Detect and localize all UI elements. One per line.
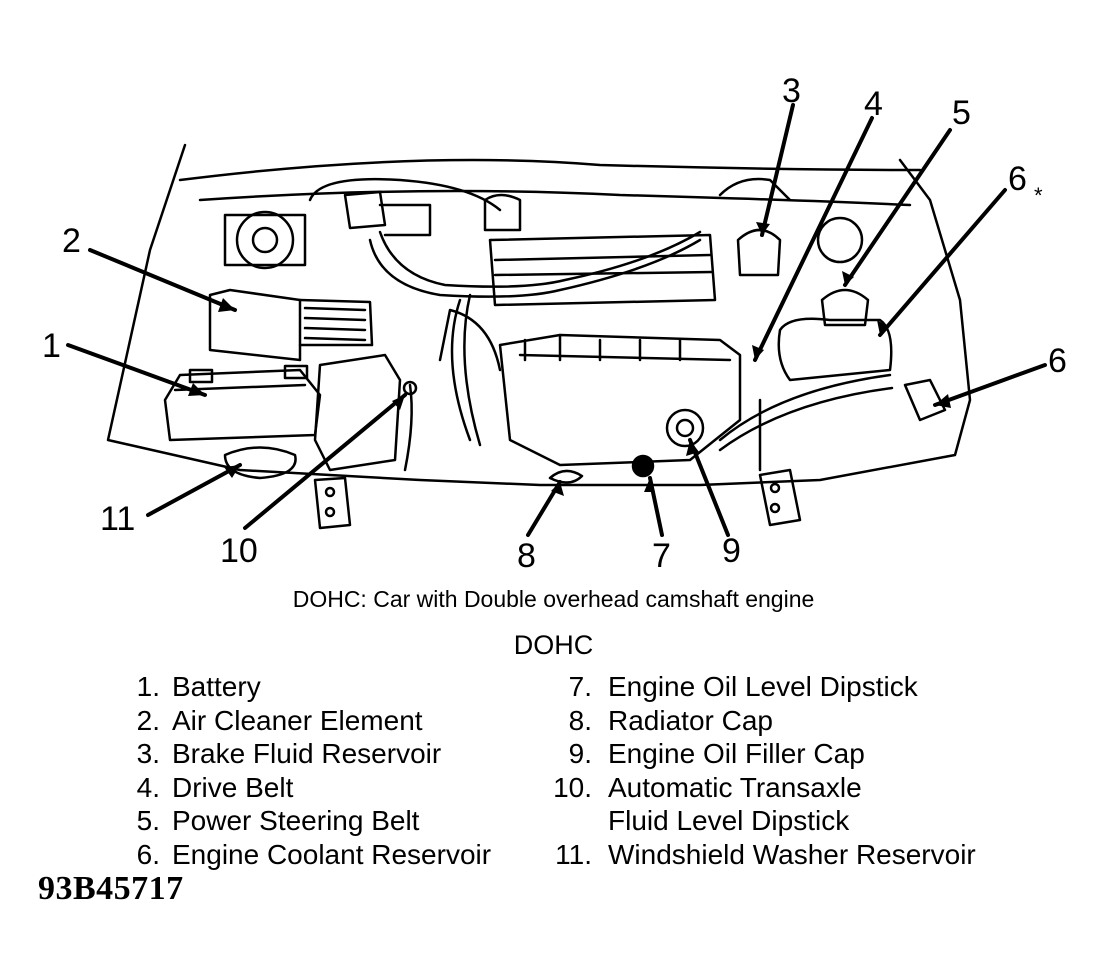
hose-loop — [308, 177, 502, 212]
oil-dipstick-knob — [631, 454, 655, 478]
legend-item: 3.Brake Fluid Reservoir — [136, 738, 442, 769]
leader-11 — [146, 463, 242, 517]
radiator-cap-shape — [548, 469, 584, 484]
battery — [163, 368, 322, 442]
leader-2 — [88, 248, 237, 312]
callout-5: 5 — [952, 94, 971, 132]
brake-reservoir — [736, 228, 782, 277]
leader-1 — [66, 343, 207, 397]
right-strut-tower — [816, 216, 864, 264]
figure-caption: DOHC: Car with Double overhead camshaft … — [292, 586, 815, 612]
leader-4 — [753, 116, 874, 362]
throttle-body — [483, 193, 522, 232]
callout-1: 1 — [42, 327, 61, 365]
legend-left-column: 1.Battery 2.Air Cleaner Element 3.Brake … — [110, 670, 550, 871]
legend-item: 11.Windshield Washer Reservoir — [555, 838, 976, 870]
firewall-line — [178, 158, 922, 182]
leader-3 — [760, 103, 795, 237]
callout-7: 7 — [652, 537, 671, 575]
coolant-reservoir — [777, 317, 893, 382]
engine-bay-outline — [106, 143, 972, 487]
leader-5 — [843, 128, 952, 287]
legend-item: 1.Battery — [136, 671, 261, 702]
callout-11: 11 — [100, 500, 135, 538]
legend-item: 8.Radiator Cap — [568, 704, 773, 736]
oil-filler-cap-shape — [665, 408, 705, 448]
left-strut-tower — [235, 210, 295, 270]
callout-8: 8 — [517, 537, 536, 575]
air-cleaner-housing — [208, 288, 302, 362]
cam-cover — [498, 333, 742, 467]
callout-2: 2 — [62, 222, 81, 260]
leader-10 — [243, 393, 407, 530]
legend-item: 7.Engine Oil Level Dipstick — [568, 671, 918, 702]
callout-6-top: 6 — [1008, 160, 1027, 198]
legend-item: 2.Air Cleaner Element — [136, 704, 423, 736]
drive-belt — [718, 373, 892, 442]
legend-item: 4.Drive Belt — [136, 771, 294, 803]
callout-10: 10 — [220, 532, 258, 570]
legend-right-column: 7.Engine Oil Level Dipstick 8.Radiator C… — [540, 670, 1080, 871]
intake-plenum — [488, 233, 717, 307]
figure-id: 93B45717 — [38, 870, 184, 907]
leader-9 — [688, 438, 730, 537]
callout-9: 9 — [722, 532, 741, 570]
legend-item: 9.Engine Oil Filler Cap — [568, 738, 865, 769]
callout-4: 4 — [864, 85, 883, 123]
leader-6b — [933, 363, 1047, 407]
legend-item: 5.Power Steering Belt — [136, 805, 420, 836]
legend-item: 6.Engine Coolant Reservoir — [136, 838, 492, 870]
washer-reservoir — [223, 446, 297, 480]
engine-compartment-illustration: 1 2 3 4 5 6 * 6 7 8 9 10 11 — [42, 72, 1067, 575]
legend-title: DOHC — [513, 630, 594, 660]
atf-dipstick-tube — [403, 383, 413, 472]
callout-3: 3 — [782, 72, 801, 110]
callout-6-right: 6 — [1048, 342, 1067, 380]
leader-6a — [878, 188, 1007, 337]
callout-6-mark: * — [1034, 183, 1043, 208]
